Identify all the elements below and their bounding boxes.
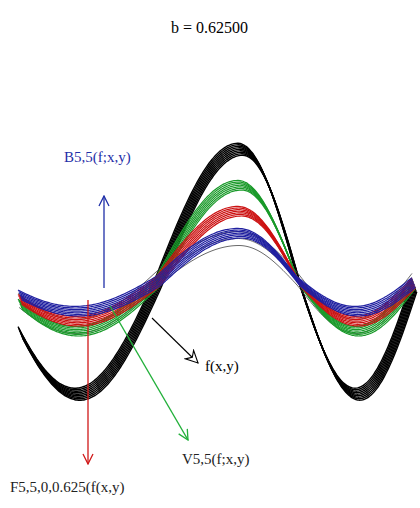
- surface-line: [18, 143, 412, 388]
- curve-label: F5,5,0,0.625(f(x,y): [8, 478, 127, 497]
- curve-label: V5,5(f;x,y): [180, 450, 252, 469]
- surface-line: [19, 184, 413, 330]
- leader-arrow: [152, 318, 198, 363]
- surface-line: [19, 145, 413, 390]
- surface-line: [20, 148, 414, 393]
- surface-line: [20, 149, 414, 394]
- surface-line: [20, 187, 414, 333]
- surface-line: [19, 210, 413, 320]
- surface-line: [21, 188, 415, 334]
- surface-line: [19, 246, 413, 334]
- surface-bands: [18, 143, 417, 400]
- surface-line: [20, 185, 414, 331]
- surface-line: [20, 235, 414, 313]
- surface-line: [21, 236, 415, 314]
- leader-arrows: [88, 196, 198, 464]
- surface-line: [19, 146, 413, 391]
- surface-line: [22, 190, 416, 336]
- surface-line: [19, 182, 413, 328]
- surface-line: [22, 238, 416, 316]
- leader-arrow: [103, 196, 104, 288]
- surface-line: [20, 233, 414, 311]
- plot-title: b = 0.62500: [169, 18, 250, 38]
- surface-line: [20, 211, 414, 321]
- curve-label: B5,5(f;x,y): [62, 148, 133, 167]
- leader-arrow: [87, 300, 88, 464]
- curve-label: f(x,y): [203, 357, 241, 376]
- leader-arrow: [110, 306, 188, 440]
